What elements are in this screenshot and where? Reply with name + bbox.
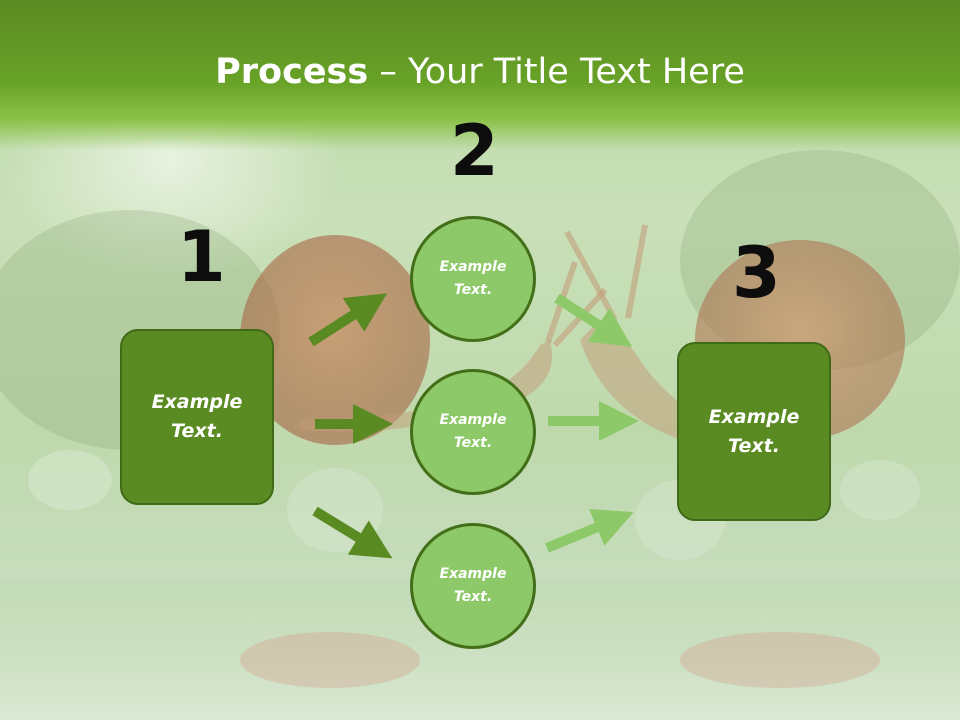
- arrow-bottom-to-3: [545, 508, 634, 553]
- slide-title: Process – Your Title Text Here: [0, 52, 960, 92]
- step-2-circle-top: Example Text.: [410, 216, 536, 342]
- step-2-circle-middle: Example Text.: [410, 369, 536, 495]
- snail-shell-left: [240, 235, 430, 445]
- reflection-right: [680, 632, 880, 688]
- step-1-box: Example Text.: [120, 329, 274, 505]
- step-number-1: 1: [177, 216, 226, 298]
- title-rest: – Your Title Text Here: [368, 52, 745, 92]
- reflection-left: [240, 632, 420, 688]
- water-drop: [840, 460, 920, 520]
- water-drop: [28, 450, 112, 510]
- step-2-circle-bottom: Example Text.: [410, 523, 536, 649]
- title-bold: Process: [215, 52, 369, 92]
- title-bar: [0, 0, 960, 150]
- arrow-1-to-top: [308, 293, 388, 347]
- step-number-3: 3: [732, 232, 781, 314]
- snail-body-right: [580, 320, 760, 450]
- step-3-box: Example Text.: [677, 342, 831, 521]
- step-number-2: 2: [450, 110, 499, 192]
- arrow-top-to-3: [554, 293, 633, 347]
- arrow-1-to-bottom: [312, 506, 393, 559]
